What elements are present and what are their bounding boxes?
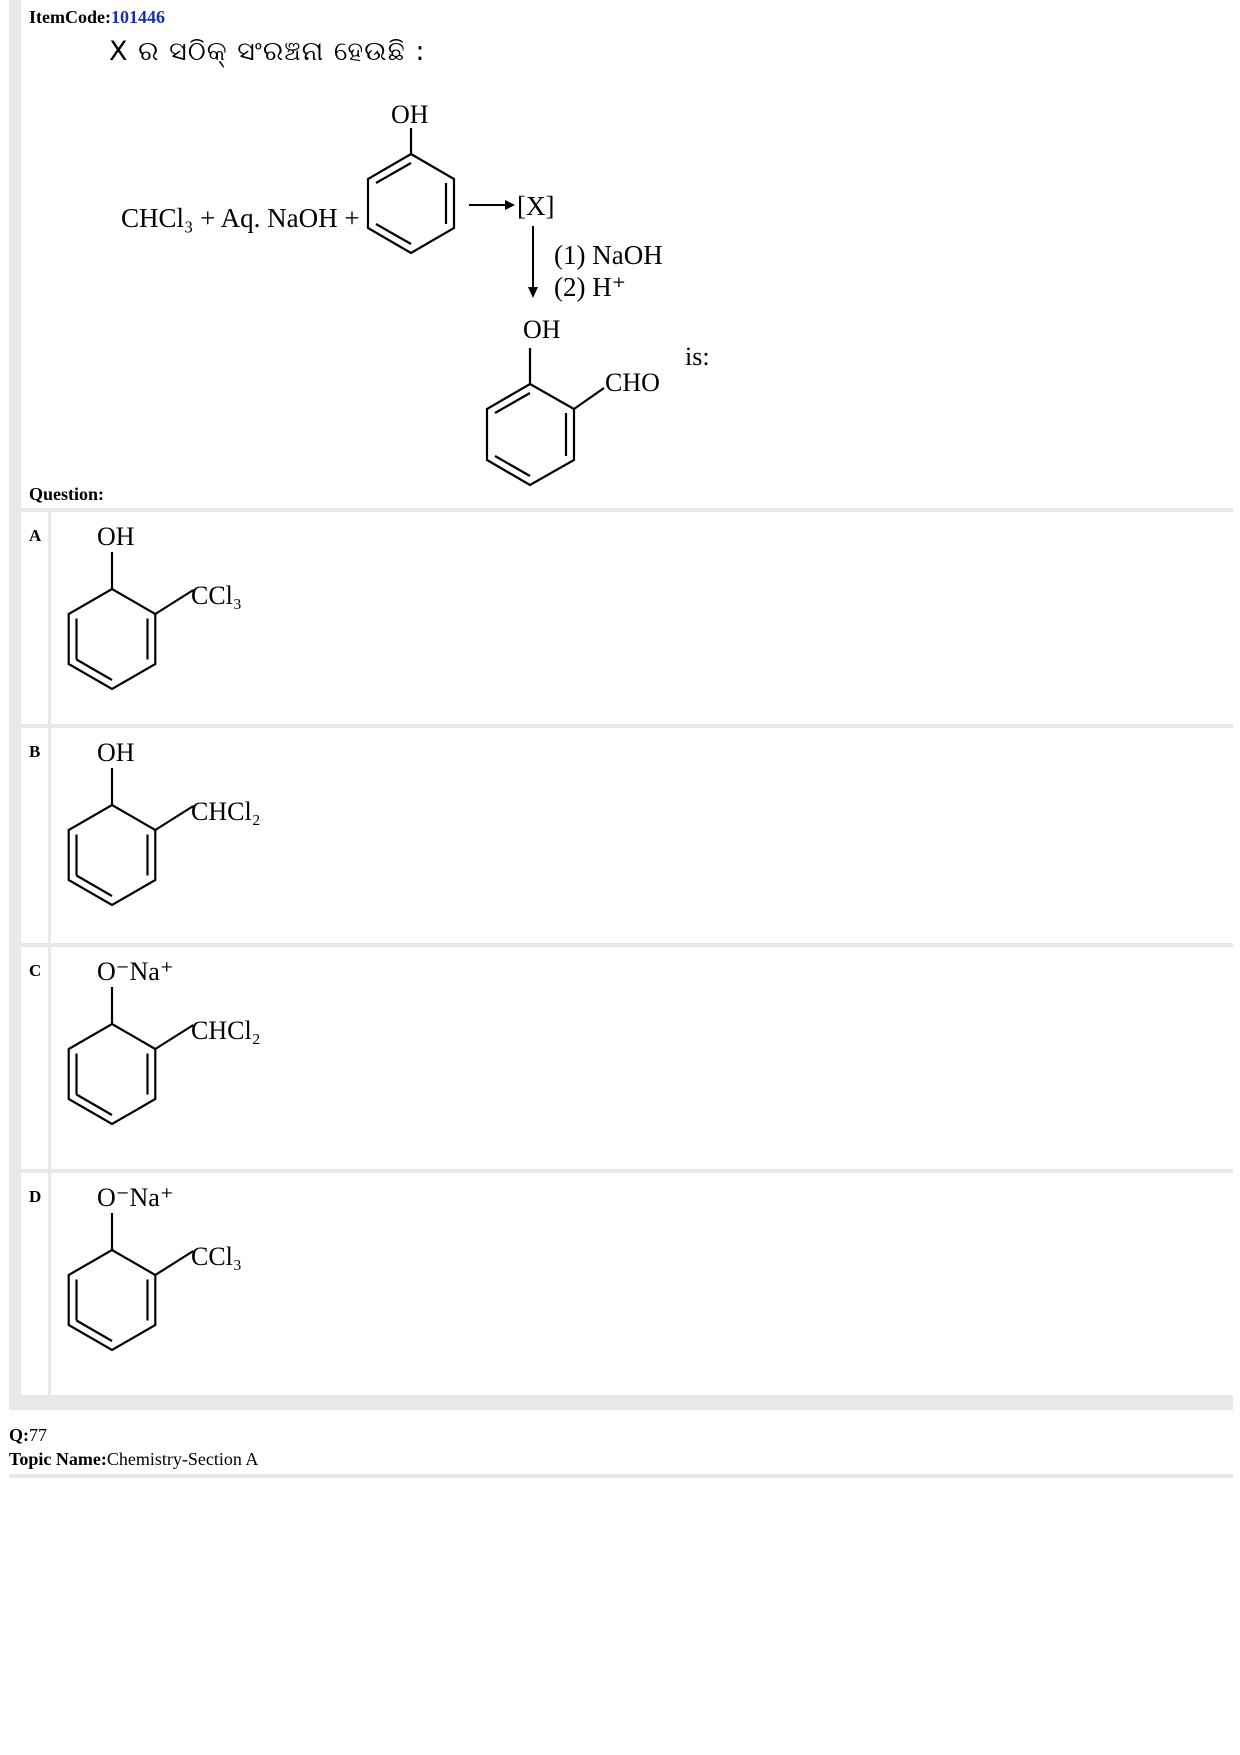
benzene-ring [67,768,194,907]
q-label: Q: [9,1425,29,1445]
question-stem: ItemCode:101446 X ର ସଠିକ୍ ସଂରଞ୍ଚନା ହେଉଛି… [21,0,1237,508]
intermediate-x: [X] [517,191,554,221]
top-substituent-label: O⁻Na⁺ [97,1183,174,1212]
side-substituent-label: CCl₃ [191,1242,242,1271]
question-panel: ItemCode:101446 X ର ସଠିକ୍ ସଂରଞ୍ଚନା ହେଉଛି… [9,0,1237,1410]
item-code: ItemCode:101446 [29,7,165,28]
side-substituent-label: CHCl₂ [191,797,261,826]
step1-reagent: (1) NaOH [554,240,663,270]
reaction-scheme: CHCl₃ + Aq. NaOH + OH [X] (1) NaOH (2) H… [121,100,710,487]
phenol-ring [366,128,456,255]
phenol-oh-label: OH [391,100,429,129]
option-letter-a[interactable]: A [21,512,48,724]
q-value: 77 [29,1425,47,1445]
question-text-odia: X ର ସଠିକ୍ ସଂରଞ୍ଚନା ହେଉଛି : [109,36,426,67]
reagents-text: CHCl₃ + Aq. NaOH + [121,203,360,233]
benzene-ring [67,987,194,1126]
footer-divider [9,1474,1233,1478]
option-letter-c[interactable]: C [21,947,48,1169]
topic-name: Topic Name:Chemistry-Section A [9,1449,258,1470]
option-d-structure[interactable]: O⁻Na⁺ CCl₃ [51,1173,1237,1395]
product-cho-label: CHO [605,368,660,397]
arrow-head-right [505,200,515,210]
option-letter-text: A [29,526,42,545]
top-substituent-label: OH [97,738,135,767]
top-substituent-label: OH [97,522,135,551]
product-ring [485,348,605,487]
benzene-ring [67,1213,194,1352]
option-molecule: O⁻Na⁺ CHCl₂ [67,957,261,1126]
option-molecule: OH CHCl₂ [67,738,261,907]
option-letter-text: D [29,1187,42,1206]
side-substituent-label: CCl₃ [191,581,242,610]
question-suffix: is: [685,342,710,371]
option-c-structure[interactable]: O⁻Na⁺ CHCl₂ [51,947,1237,1169]
top-substituent-label: O⁻Na⁺ [97,957,174,986]
item-code-value: 101446 [110,7,165,27]
item-code-label: ItemCode: [29,7,111,27]
option-letter-b[interactable]: B [21,728,48,943]
topic-label: Topic Name: [9,1449,107,1469]
option-molecule: O⁻Na⁺ CCl₃ [67,1183,242,1352]
question-number: Q:77 [9,1425,47,1446]
option-b-structure[interactable]: OH CHCl₂ [51,728,1237,943]
option-molecule: OH CCl₃ [67,522,242,691]
benzene-ring [67,552,194,691]
arrow-head-down [528,287,538,298]
option-a-structure[interactable]: OH CCl₃ [51,512,1237,724]
step2-reagent: (2) H⁺ [554,272,626,302]
topic-value: Chemistry-Section A [106,1449,259,1469]
product-oh-label: OH [523,315,561,344]
option-letter-text: C [29,961,42,980]
side-substituent-label: CHCl₂ [191,1016,261,1045]
question-label: Question: [29,484,105,504]
option-letter-d[interactable]: D [21,1173,48,1395]
option-letter-text: B [29,742,41,761]
